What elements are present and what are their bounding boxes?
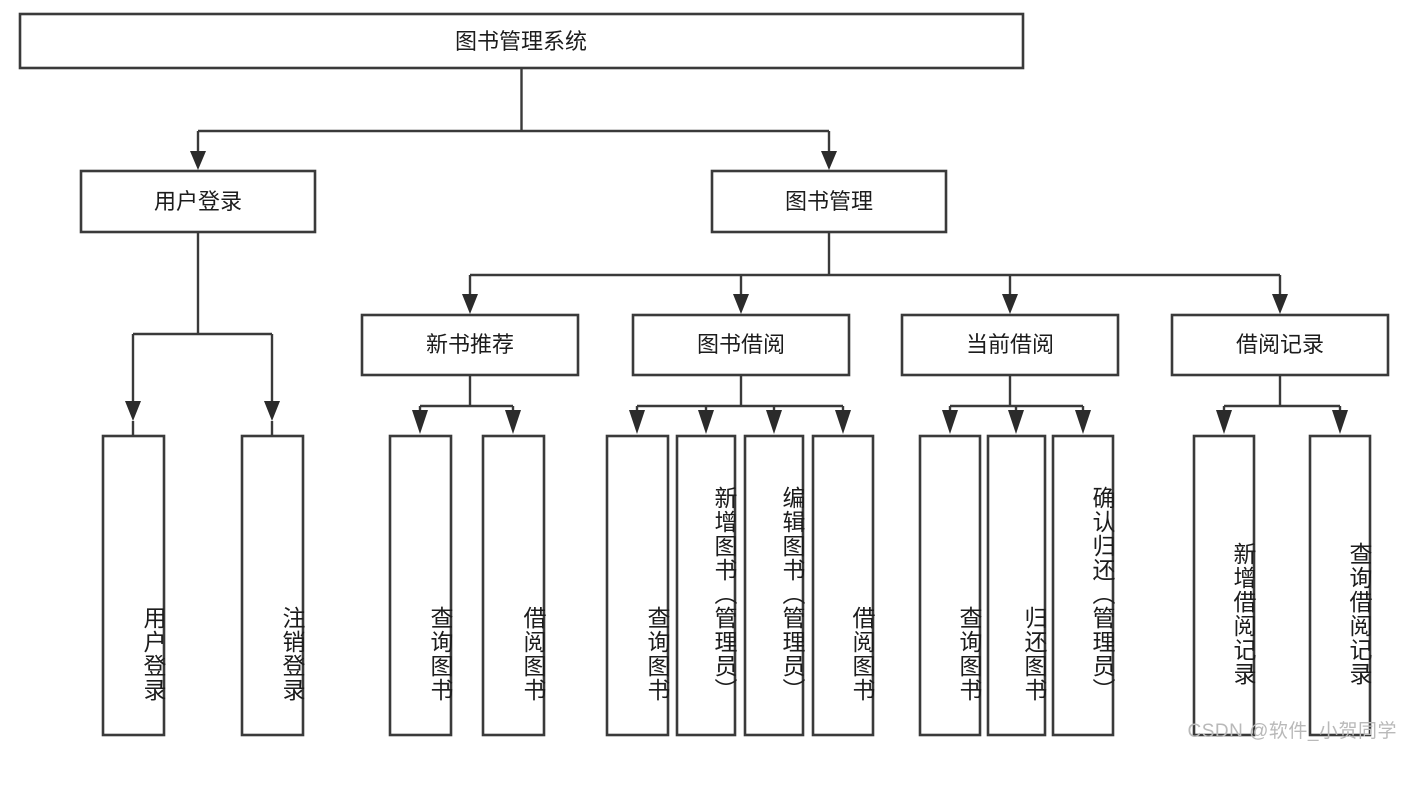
node-user-login-box[interactable] bbox=[79, 169, 317, 234]
node-borrow-record-label: 借阅记录 bbox=[1236, 332, 1324, 357]
arrowhead-leaf-current-borrow-1 bbox=[1008, 410, 1024, 434]
arrowhead-leaf-book-borrow-1 bbox=[698, 410, 714, 434]
leaf-box-borrow-record-1[interactable] bbox=[1308, 434, 1372, 737]
leaf-box-book-borrow-0[interactable] bbox=[605, 434, 670, 737]
csdn-watermark: CSDN @软件_小贺同学 bbox=[1187, 721, 1397, 742]
arrowhead-borrow-record bbox=[1272, 294, 1288, 314]
arrowhead-leaf-book-borrow-2 bbox=[766, 410, 782, 434]
arrowhead-current-borrow bbox=[1002, 294, 1018, 314]
arrowhead-leaf-user-login-0 bbox=[125, 401, 141, 421]
arrowhead-leaf-new-book-1 bbox=[505, 410, 521, 434]
node-user-login-label: 用户登录 bbox=[154, 189, 242, 214]
leaf-box-new-book-0[interactable] bbox=[388, 434, 453, 737]
flowchart-canvas: 图书管理系统 用户登录 图书管理 新书推荐 图书借阅 当前借阅 借阅记录 用户登… bbox=[18, 12, 1397, 742]
leaf-box-current-borrow-2[interactable] bbox=[1051, 434, 1115, 737]
leaf-box-current-borrow-0[interactable] bbox=[918, 434, 982, 737]
arrowhead-leaf-current-borrow-2 bbox=[1075, 410, 1091, 434]
leaf-box-book-borrow-1[interactable] bbox=[675, 434, 737, 737]
node-new-book-recommend-box[interactable] bbox=[360, 313, 580, 377]
leaf-box-current-borrow-1[interactable] bbox=[986, 434, 1047, 737]
arrowhead-leaf-book-borrow-0 bbox=[629, 410, 645, 434]
node-root-box[interactable] bbox=[18, 12, 1025, 70]
leaf-box-borrow-record-0[interactable] bbox=[1192, 434, 1256, 737]
arrowhead-book-manage bbox=[821, 151, 837, 170]
leaf-box-book-borrow-3[interactable] bbox=[811, 434, 875, 737]
node-new-book-recommend-label: 新书推荐 bbox=[426, 332, 514, 357]
leaf-box-user-login-0[interactable] bbox=[101, 434, 166, 737]
arrowhead-book-borrow bbox=[733, 294, 749, 314]
arrowhead-leaf-new-book-0 bbox=[412, 410, 428, 434]
node-current-borrow-label: 当前借阅 bbox=[966, 332, 1054, 357]
node-book-borrow-label: 图书借阅 bbox=[697, 332, 785, 357]
arrowhead-leaf-user-login-1 bbox=[264, 401, 280, 421]
node-book-manage-label: 图书管理 bbox=[785, 189, 873, 214]
node-current-borrow-box[interactable] bbox=[900, 313, 1120, 377]
leaf-box-book-borrow-2[interactable] bbox=[743, 434, 805, 737]
arrowhead-leaf-borrow-record-0 bbox=[1216, 410, 1232, 434]
leaf-box-new-book-1[interactable] bbox=[481, 434, 546, 737]
arrowhead-leaf-book-borrow-3 bbox=[835, 410, 851, 434]
flowchart-svg: 图书管理系统 用户登录 图书管理 新书推荐 图书借阅 当前借阅 借阅记录 bbox=[18, 12, 1390, 737]
arrowhead-new-book-recommend bbox=[462, 294, 478, 314]
leaf-box-user-login-1[interactable] bbox=[240, 434, 305, 737]
arrowhead-leaf-current-borrow-0 bbox=[942, 410, 958, 434]
arrowhead-leaf-borrow-record-1 bbox=[1332, 410, 1348, 434]
arrowhead-user-login bbox=[190, 151, 206, 170]
node-root-label: 图书管理系统 bbox=[455, 29, 587, 54]
